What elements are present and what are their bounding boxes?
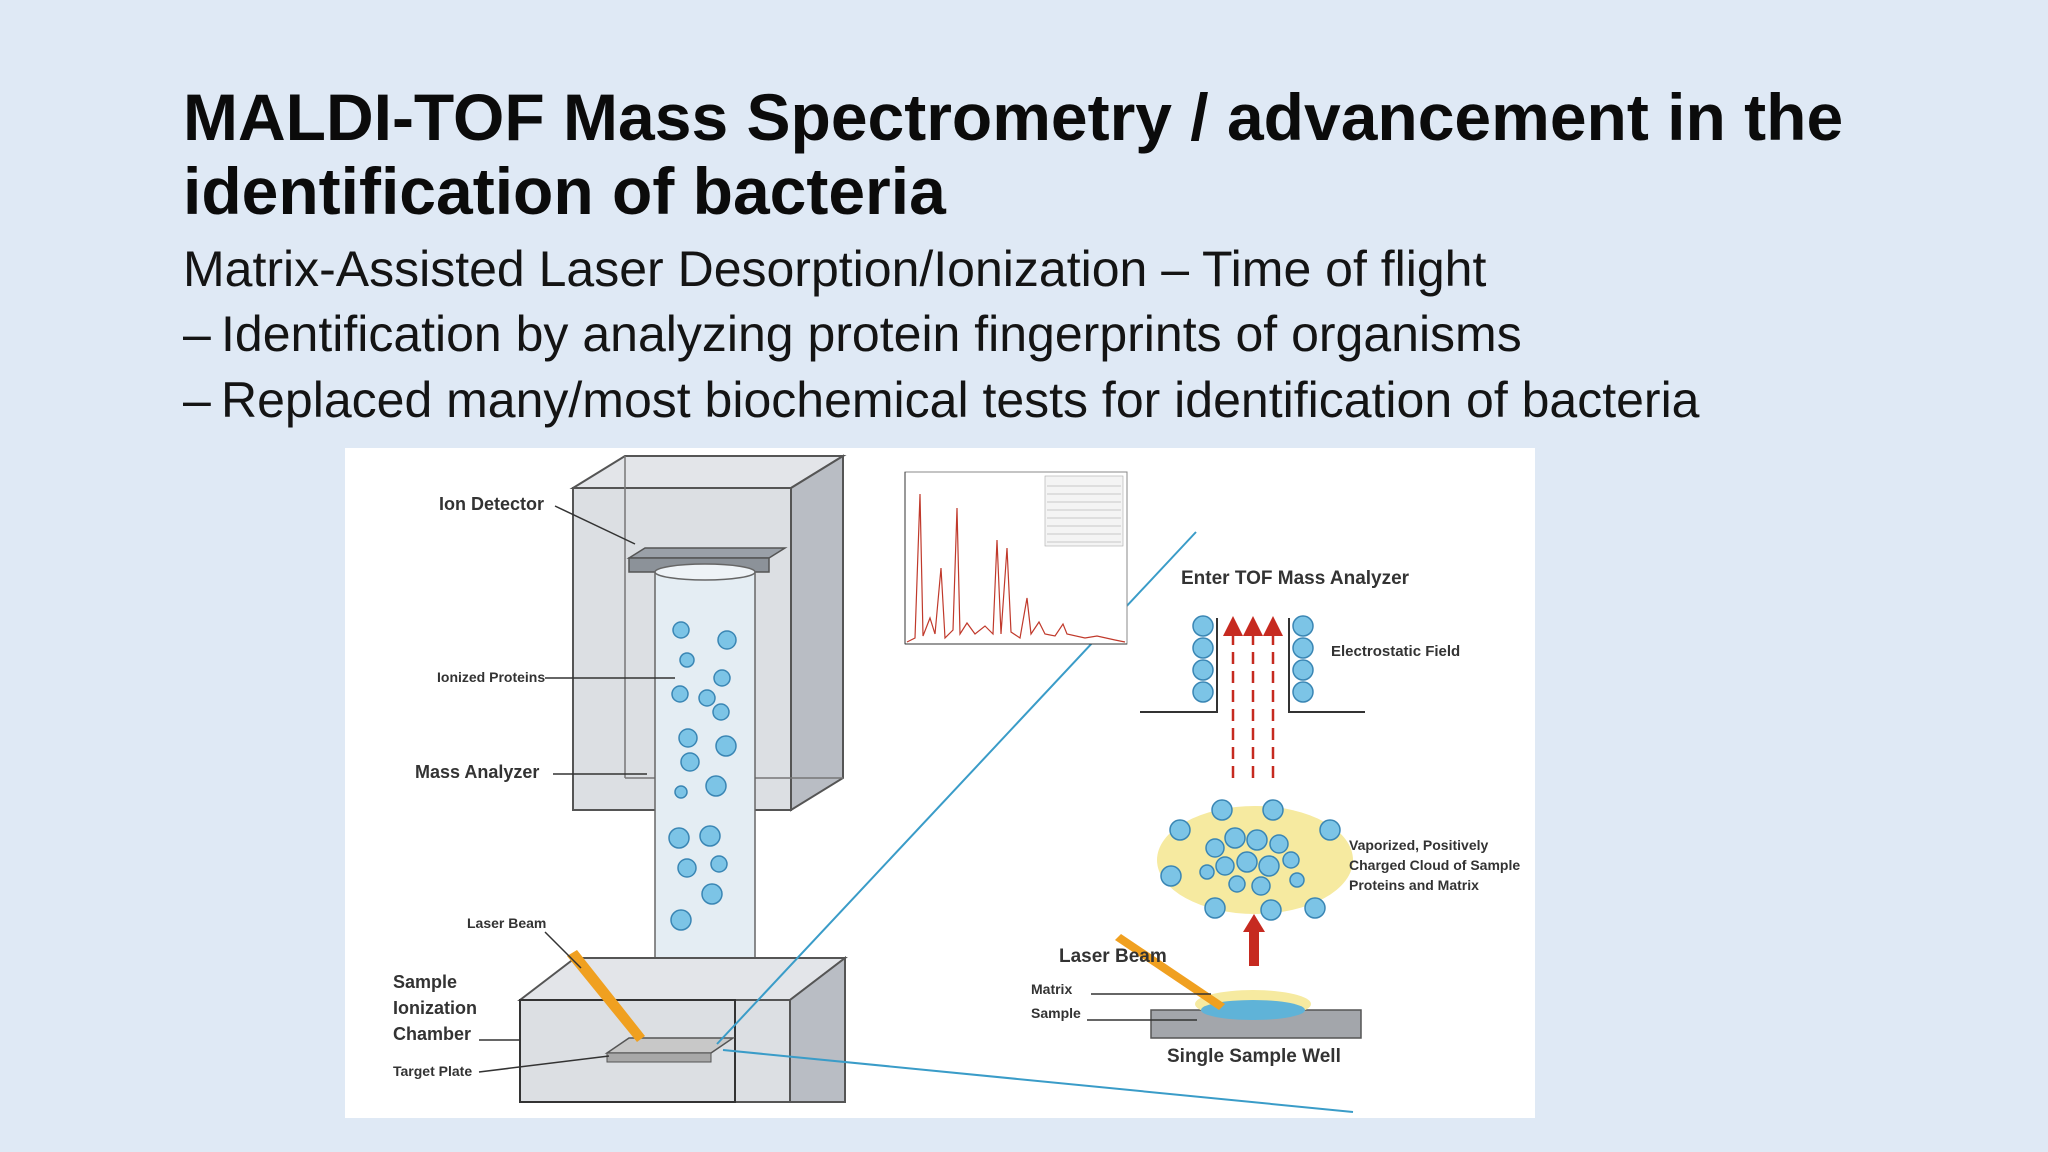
instrument-illustration [478, 454, 1354, 1113]
sample-chamber-label-2: Ionization [393, 998, 477, 1018]
sample-label: Sample [1031, 1005, 1081, 1021]
maldi-tof-diagram: Ion Detector Ionized Proteins Mass Analy… [345, 448, 1535, 1118]
bullet-text: Identification by analyzing protein fing… [221, 306, 1522, 362]
mass-analyzer-label: Mass Analyzer [415, 762, 539, 782]
slide-subtitle: Matrix-Assisted Laser Desorption/Ionizat… [183, 241, 1487, 297]
laser-beam-right-label: Laser Beam [1059, 946, 1167, 967]
bullet-text: Replaced many/most biochemical tests for… [221, 372, 1700, 428]
cloud-label-1: Vaporized, Positively [1349, 837, 1488, 853]
ionized-proteins-label: Ionized Proteins [437, 669, 545, 685]
bullet-item: –Replaced many/most biochemical tests fo… [183, 369, 1700, 431]
diagram-svg: Ion Detector Ionized Proteins Mass Analy… [393, 454, 1520, 1113]
bullet-dash: – [183, 306, 211, 362]
enter-tof-label: Enter TOF Mass Analyzer [1181, 568, 1410, 589]
sample-chamber-label-1: Sample [393, 972, 457, 992]
ion-detector-label: Ion Detector [439, 494, 544, 514]
bullet-dash: – [183, 372, 211, 428]
laser-beam-left-label: Laser Beam [467, 915, 546, 931]
slide-title: MALDI-TOF Mass Spectrometry / advancemen… [183, 80, 1844, 228]
target-plate-label: Target Plate [393, 1063, 472, 1079]
single-sample-well-label: Single Sample Well [1167, 1046, 1341, 1067]
cloud-label-2: Charged Cloud of Sample [1349, 857, 1520, 873]
matrix-label: Matrix [1031, 981, 1072, 997]
mass-spectrum-inset [904, 471, 1128, 645]
tof-inlet-illustration [1087, 615, 1365, 1039]
bullet-item: –Identification by analyzing protein fin… [183, 303, 1522, 365]
electrostatic-field-label: Electrostatic Field [1331, 643, 1460, 660]
sample-chamber-label-3: Chamber [393, 1024, 471, 1044]
cloud-label-3: Proteins and Matrix [1349, 877, 1479, 893]
